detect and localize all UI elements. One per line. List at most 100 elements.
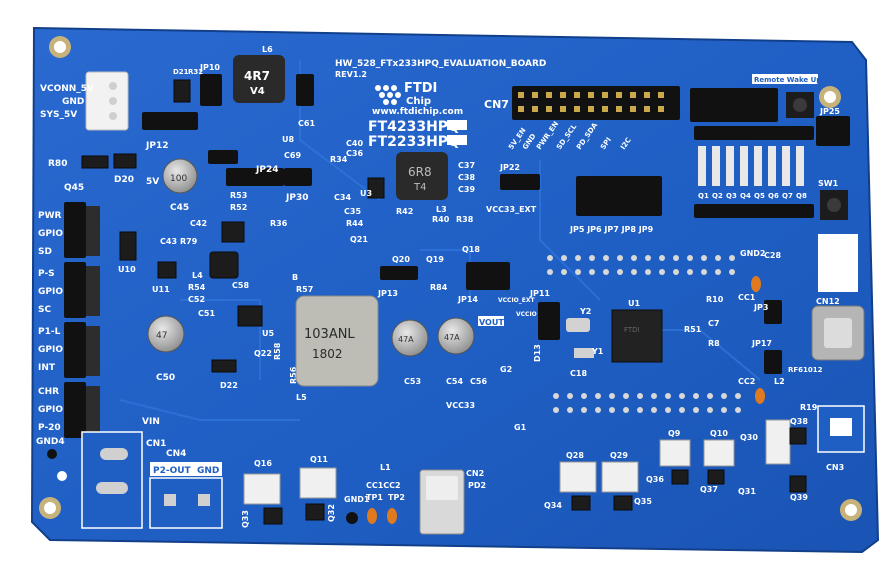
label-sd: SD <box>38 247 52 257</box>
label-vout: VOUT <box>479 318 504 327</box>
label-vccio-ext: VCCIO_EXT <box>498 297 536 304</box>
jp5-jp9-headers: JP5 JP6 JP7 JP8 JP9 <box>569 176 662 234</box>
label-c52: C52 <box>188 295 205 304</box>
label-c51: C51 <box>198 309 215 318</box>
label-sw1: SW1 <box>818 179 839 188</box>
label-vcc33-ext: VCC33_EXT <box>486 205 537 214</box>
label-r56: R56 <box>289 366 298 384</box>
label-gnd: GND <box>62 97 84 107</box>
bottom-components: VIN CN1 CN4 P2-OUT GND Q16 Q11 Q33 Q32 L… <box>47 417 735 535</box>
label-r44: R44 <box>346 219 364 228</box>
label-jp17: JP17 <box>751 339 772 348</box>
label-q9: Q9 <box>668 429 681 438</box>
label-r58: R58 <box>273 342 282 360</box>
silk-box-1 <box>447 120 467 130</box>
label-c36: C36 <box>346 149 363 158</box>
label-cn4-gnd: GND <box>197 466 219 476</box>
vconn-connector <box>85 71 129 131</box>
brand-line2: Chip <box>406 96 431 107</box>
label-r79: R79 <box>180 237 198 246</box>
label-r52: R52 <box>230 203 247 212</box>
label-r54: R54 <box>188 283 206 292</box>
cap-left-value: 47 <box>156 331 167 341</box>
label-pd2: PD2 <box>468 481 486 490</box>
label-gnd2: GND2 <box>740 249 765 258</box>
label-u8: U8 <box>282 135 294 144</box>
label-r34: R34 <box>330 155 348 164</box>
brand-line1: FTDI <box>404 81 437 96</box>
label-r53: R53 <box>230 191 247 200</box>
model-2: FT2233HPQ <box>368 134 460 150</box>
label-q34: Q34 <box>544 501 562 510</box>
label-g1: G1 <box>514 423 527 432</box>
label-jp25: JP25 <box>819 107 840 116</box>
label-q20: Q20 <box>392 255 410 264</box>
label-r19: R19 <box>800 403 818 412</box>
label-jp24: JP24 <box>255 165 278 175</box>
label-c43: C43 <box>160 237 177 246</box>
label-jp-row: JP5 JP6 JP7 JP8 JP9 <box>569 225 654 234</box>
label-u10: U10 <box>118 265 136 274</box>
label-u5: U5 <box>262 329 274 338</box>
label-l6: L6 <box>262 45 273 54</box>
label-jp12: JP12 <box>145 141 168 151</box>
label-y2: Y2 <box>579 307 591 316</box>
label-q22: Q22 <box>254 349 272 358</box>
label-vin: VIN <box>142 417 160 427</box>
label-q18: Q18 <box>462 245 480 254</box>
label-c35: C35 <box>344 207 361 216</box>
label-u11: U11 <box>152 285 170 294</box>
label-p1l: P1-L <box>38 327 61 337</box>
pad-grid-top <box>547 255 735 275</box>
inductor-top-sub: V4 <box>250 86 265 97</box>
label-q37: Q37 <box>700 485 718 494</box>
label-q35: Q35 <box>634 497 652 506</box>
label-ps: P-S <box>38 269 55 279</box>
silk-box-2 <box>447 135 467 145</box>
label-vccio: VCCIO <box>516 311 537 318</box>
label-cn1: CN1 <box>146 439 166 449</box>
label-q28: Q28 <box>566 451 584 460</box>
label-c61: C61 <box>298 119 315 128</box>
top-components: 4R7 V4 L6 JP10 R32 D21 C61 U8 C69 JP12 J… <box>48 45 540 216</box>
label-c38: C38 <box>458 173 475 182</box>
label-r57: R57 <box>296 285 313 294</box>
label-c40: C40 <box>346 139 363 148</box>
label-q31: Q31 <box>738 487 756 496</box>
label-cn3: CN3 <box>826 463 844 472</box>
label-q11: Q11 <box>310 455 328 464</box>
label-q19: Q19 <box>426 255 444 264</box>
label-chr: CHR <box>38 387 59 397</box>
led-row: Q1 Q2 Q3 Q4 Q5 Q6 Q7 Q8 <box>694 126 814 218</box>
inductor-big-label: 103ANL <box>304 327 355 342</box>
label-gpio-3: GPIO <box>38 345 63 355</box>
label-u3: U3 <box>360 189 372 198</box>
label-p2-out: P2-OUT <box>153 466 192 476</box>
label-gpio-4: GPIO <box>38 405 63 415</box>
label-sys5v: SYS_5V <box>40 110 77 120</box>
label-l5: L5 <box>296 393 307 402</box>
label-l2: L2 <box>774 377 785 386</box>
label-tp2: TP2 <box>388 493 405 502</box>
label-cn12: CN12 <box>816 297 840 306</box>
label-cc2: CC2 <box>738 377 755 386</box>
label-d13: D13 <box>533 344 542 362</box>
label-g2: G2 <box>500 365 512 374</box>
label-r80: R80 <box>48 159 67 169</box>
label-jp22: JP22 <box>499 163 520 172</box>
cap-b-value: 47A <box>444 333 460 342</box>
label-r36: R36 <box>270 219 288 228</box>
label-c39: C39 <box>458 185 475 194</box>
label-b: B <box>292 273 298 282</box>
inductor-big-sub: 1802 <box>312 347 343 361</box>
label-cn2: CN2 <box>466 469 484 478</box>
label-l3: L3 <box>436 205 447 214</box>
cap-a-value: 47A <box>398 335 414 344</box>
label-gnd4: GND4 <box>36 437 65 447</box>
label-c42: C42 <box>190 219 207 228</box>
label-rf61012: RF61012 <box>788 366 823 374</box>
label-l4: L4 <box>192 271 203 280</box>
label-vconn: VCONN_5V <box>40 84 94 94</box>
label-q4: Q4 <box>740 192 751 200</box>
